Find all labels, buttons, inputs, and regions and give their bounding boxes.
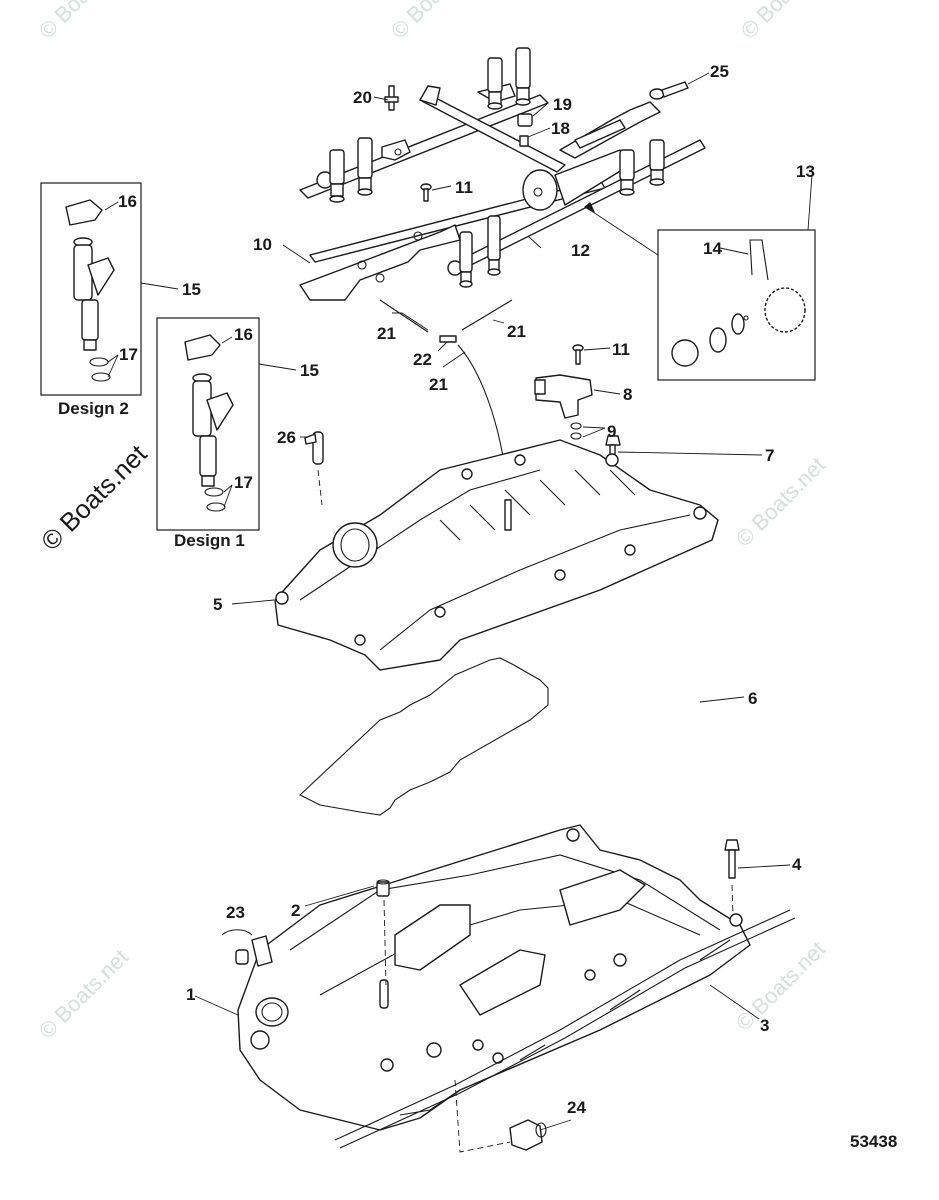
o-ring <box>91 372 111 382</box>
plug-fitting <box>251 935 273 967</box>
injector <box>487 215 501 276</box>
callout-9: 9 <box>607 422 616 441</box>
callout-11: 11 <box>455 178 473 197</box>
fuel-injector <box>192 373 234 487</box>
callout-21: 21 <box>377 324 396 343</box>
callout-15: 15 <box>182 280 201 299</box>
watermark: © Boats.net <box>386 0 485 44</box>
inset-caption: Design 2 <box>58 399 129 418</box>
watermark: © Boats.net <box>731 936 830 1035</box>
callout-10: 10 <box>253 235 272 254</box>
plug-fittings <box>221 929 273 967</box>
callout-24: 24 <box>567 1098 586 1117</box>
watermark-dark: © Boats.net <box>35 438 153 556</box>
callout-11: 11 <box>612 340 630 359</box>
callouts: 1 2 3 4 5 6 7 8 9 10 11 11 12 13 14 15 1… <box>118 62 815 1117</box>
callout-4: 4 <box>792 855 802 874</box>
screw-11-top <box>420 183 432 202</box>
callout-8: 8 <box>623 385 632 404</box>
manifold-gasket <box>334 909 796 1149</box>
callout-23: 23 <box>226 903 245 922</box>
figure-number: 53438 <box>850 1132 897 1151</box>
injector <box>487 57 503 110</box>
leader-lines <box>194 72 791 1131</box>
elbow-fitting <box>304 431 324 465</box>
rail-bracket <box>299 224 461 301</box>
callout-20: 20 <box>353 88 372 107</box>
callout-14: 14 <box>703 239 722 258</box>
callout-18: 18 <box>551 119 570 138</box>
callout-1: 1 <box>186 985 195 1004</box>
o-ring <box>570 432 582 440</box>
callout-3: 3 <box>760 1016 769 1035</box>
intake-gasket <box>299 657 549 816</box>
injector-clip <box>184 334 221 361</box>
inset-design-2: Design 2 <box>40 182 179 418</box>
inset-design-1: Design 1 <box>156 317 297 550</box>
stud-20 <box>384 85 399 111</box>
injector <box>316 149 345 203</box>
fuel-rail-assembly <box>299 47 706 288</box>
injector <box>649 139 665 186</box>
callout-25: 25 <box>710 62 729 81</box>
callout-21: 21 <box>429 375 448 394</box>
callout-21: 21 <box>507 322 526 341</box>
inset-pressure-regulator-kit <box>584 174 816 381</box>
fuel-injector <box>73 237 115 351</box>
schrader-valve-18 <box>519 135 529 147</box>
callout-26: 26 <box>277 428 296 447</box>
callout-16: 16 <box>118 192 137 211</box>
bolt <box>724 839 740 879</box>
callout-12: 12 <box>571 241 590 260</box>
callout-16: 16 <box>234 325 253 344</box>
injector <box>619 149 635 196</box>
watermark: © Boats.net <box>731 452 830 551</box>
inset-caption: Design 1 <box>174 531 245 550</box>
callout-13: 13 <box>796 162 815 181</box>
regulator-retainer-clip <box>749 239 769 281</box>
threaded-insert <box>235 949 249 965</box>
watermark: © Boats.net <box>34 944 133 1043</box>
watermark: © Boats.net <box>34 0 133 44</box>
injector <box>447 231 473 288</box>
callout-15: 15 <box>300 361 319 380</box>
fitting-25 <box>649 81 689 100</box>
injector <box>357 137 373 196</box>
callout-17: 17 <box>234 473 253 492</box>
map-sensor <box>534 374 593 419</box>
o-ring <box>570 422 582 430</box>
injector <box>515 47 531 106</box>
callout-6: 6 <box>748 689 757 708</box>
cap-19 <box>517 113 533 127</box>
threaded-fitting <box>509 1119 547 1151</box>
callout-7: 7 <box>765 446 774 465</box>
o-ring <box>206 502 226 512</box>
screw-11-mid <box>572 344 584 365</box>
injector-clip <box>65 199 103 226</box>
callout-19: 19 <box>553 95 572 114</box>
o-ring <box>204 487 224 497</box>
upper-intake-manifold <box>274 439 719 671</box>
callout-2: 2 <box>291 901 300 920</box>
callout-17: 17 <box>119 345 138 364</box>
plug <box>376 879 390 897</box>
callout-5: 5 <box>213 595 222 614</box>
watermark: © Boats.net <box>736 0 835 44</box>
callout-22: 22 <box>413 350 432 369</box>
lower-intake-manifold <box>237 824 751 1131</box>
fuel-pressure-regulator <box>671 287 806 367</box>
tee-fitting <box>439 335 457 343</box>
o-ring <box>89 357 109 367</box>
